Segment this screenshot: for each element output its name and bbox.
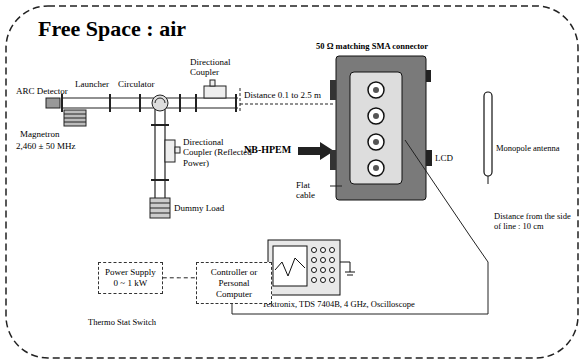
test-device bbox=[330, 56, 432, 200]
connector-label: 50 Ω matching SMA connector bbox=[316, 42, 428, 52]
scope-knob bbox=[330, 248, 335, 253]
scope-knob bbox=[312, 248, 317, 253]
component-label: LCD bbox=[435, 153, 453, 163]
scope-knob bbox=[330, 258, 335, 263]
distance-marker bbox=[240, 88, 334, 112]
lcd-panel bbox=[426, 150, 432, 166]
box-text: Power Supply bbox=[105, 267, 156, 278]
dimension-label: Distance 0.1 to 2.5 m bbox=[244, 90, 321, 100]
dashed-box: Controller or Personal Computer bbox=[196, 262, 272, 304]
scope-knob bbox=[312, 278, 317, 283]
scope-knob bbox=[321, 258, 326, 263]
hpem-arrow bbox=[298, 142, 334, 160]
dashed-box: Power Supply0 ~ 1 kW bbox=[98, 262, 163, 294]
scope-knob bbox=[321, 248, 326, 253]
circulator bbox=[152, 95, 168, 111]
component-label: Thermo Stat Switch bbox=[88, 318, 156, 328]
component-label: Directional Coupler (Reflected Power) bbox=[183, 137, 253, 168]
oscilloscope bbox=[268, 240, 355, 295]
scope-knob bbox=[330, 278, 335, 283]
component-label: Flat cable bbox=[296, 180, 328, 201]
dimension-label: Distance from the side of line : 10 cm bbox=[494, 212, 574, 232]
component-label: Magnetron bbox=[20, 129, 60, 139]
diagram-title: Free Space : air bbox=[38, 16, 186, 41]
arc-detector bbox=[46, 98, 60, 108]
free-space-border bbox=[6, 6, 578, 358]
component-label: Monopole antenna bbox=[496, 144, 560, 154]
component-label: Circulator bbox=[118, 79, 155, 89]
frequency-label: 2,460 ± 50 MHz bbox=[16, 141, 75, 151]
monopole-antenna bbox=[484, 92, 492, 184]
dashed-connector bbox=[163, 277, 196, 278]
component-label: Directional Coupler bbox=[190, 57, 242, 78]
component-label: ARC Detector bbox=[16, 86, 68, 96]
component-label: Dummy Load bbox=[174, 203, 224, 213]
box-text: Controller or Personal Computer bbox=[203, 267, 265, 299]
scope-knob bbox=[321, 278, 326, 283]
beam-label: NB-HPEM bbox=[244, 144, 291, 156]
flat-cable-leader bbox=[330, 186, 342, 187]
scope-knob bbox=[321, 268, 326, 273]
magnetron bbox=[64, 110, 86, 126]
dummy-load bbox=[150, 198, 170, 218]
instrument-label: Tektronix, TDS 7404B, 4 GHz, Oscilloscop… bbox=[262, 300, 415, 310]
scope-knob bbox=[330, 268, 335, 273]
component-label: Launcher bbox=[75, 79, 109, 89]
scope-knob bbox=[312, 268, 317, 273]
box-text: 0 ~ 1 kW bbox=[105, 278, 156, 289]
directional-coupler bbox=[204, 80, 226, 98]
reflected-coupler bbox=[165, 140, 180, 162]
scope-knob bbox=[312, 258, 317, 263]
